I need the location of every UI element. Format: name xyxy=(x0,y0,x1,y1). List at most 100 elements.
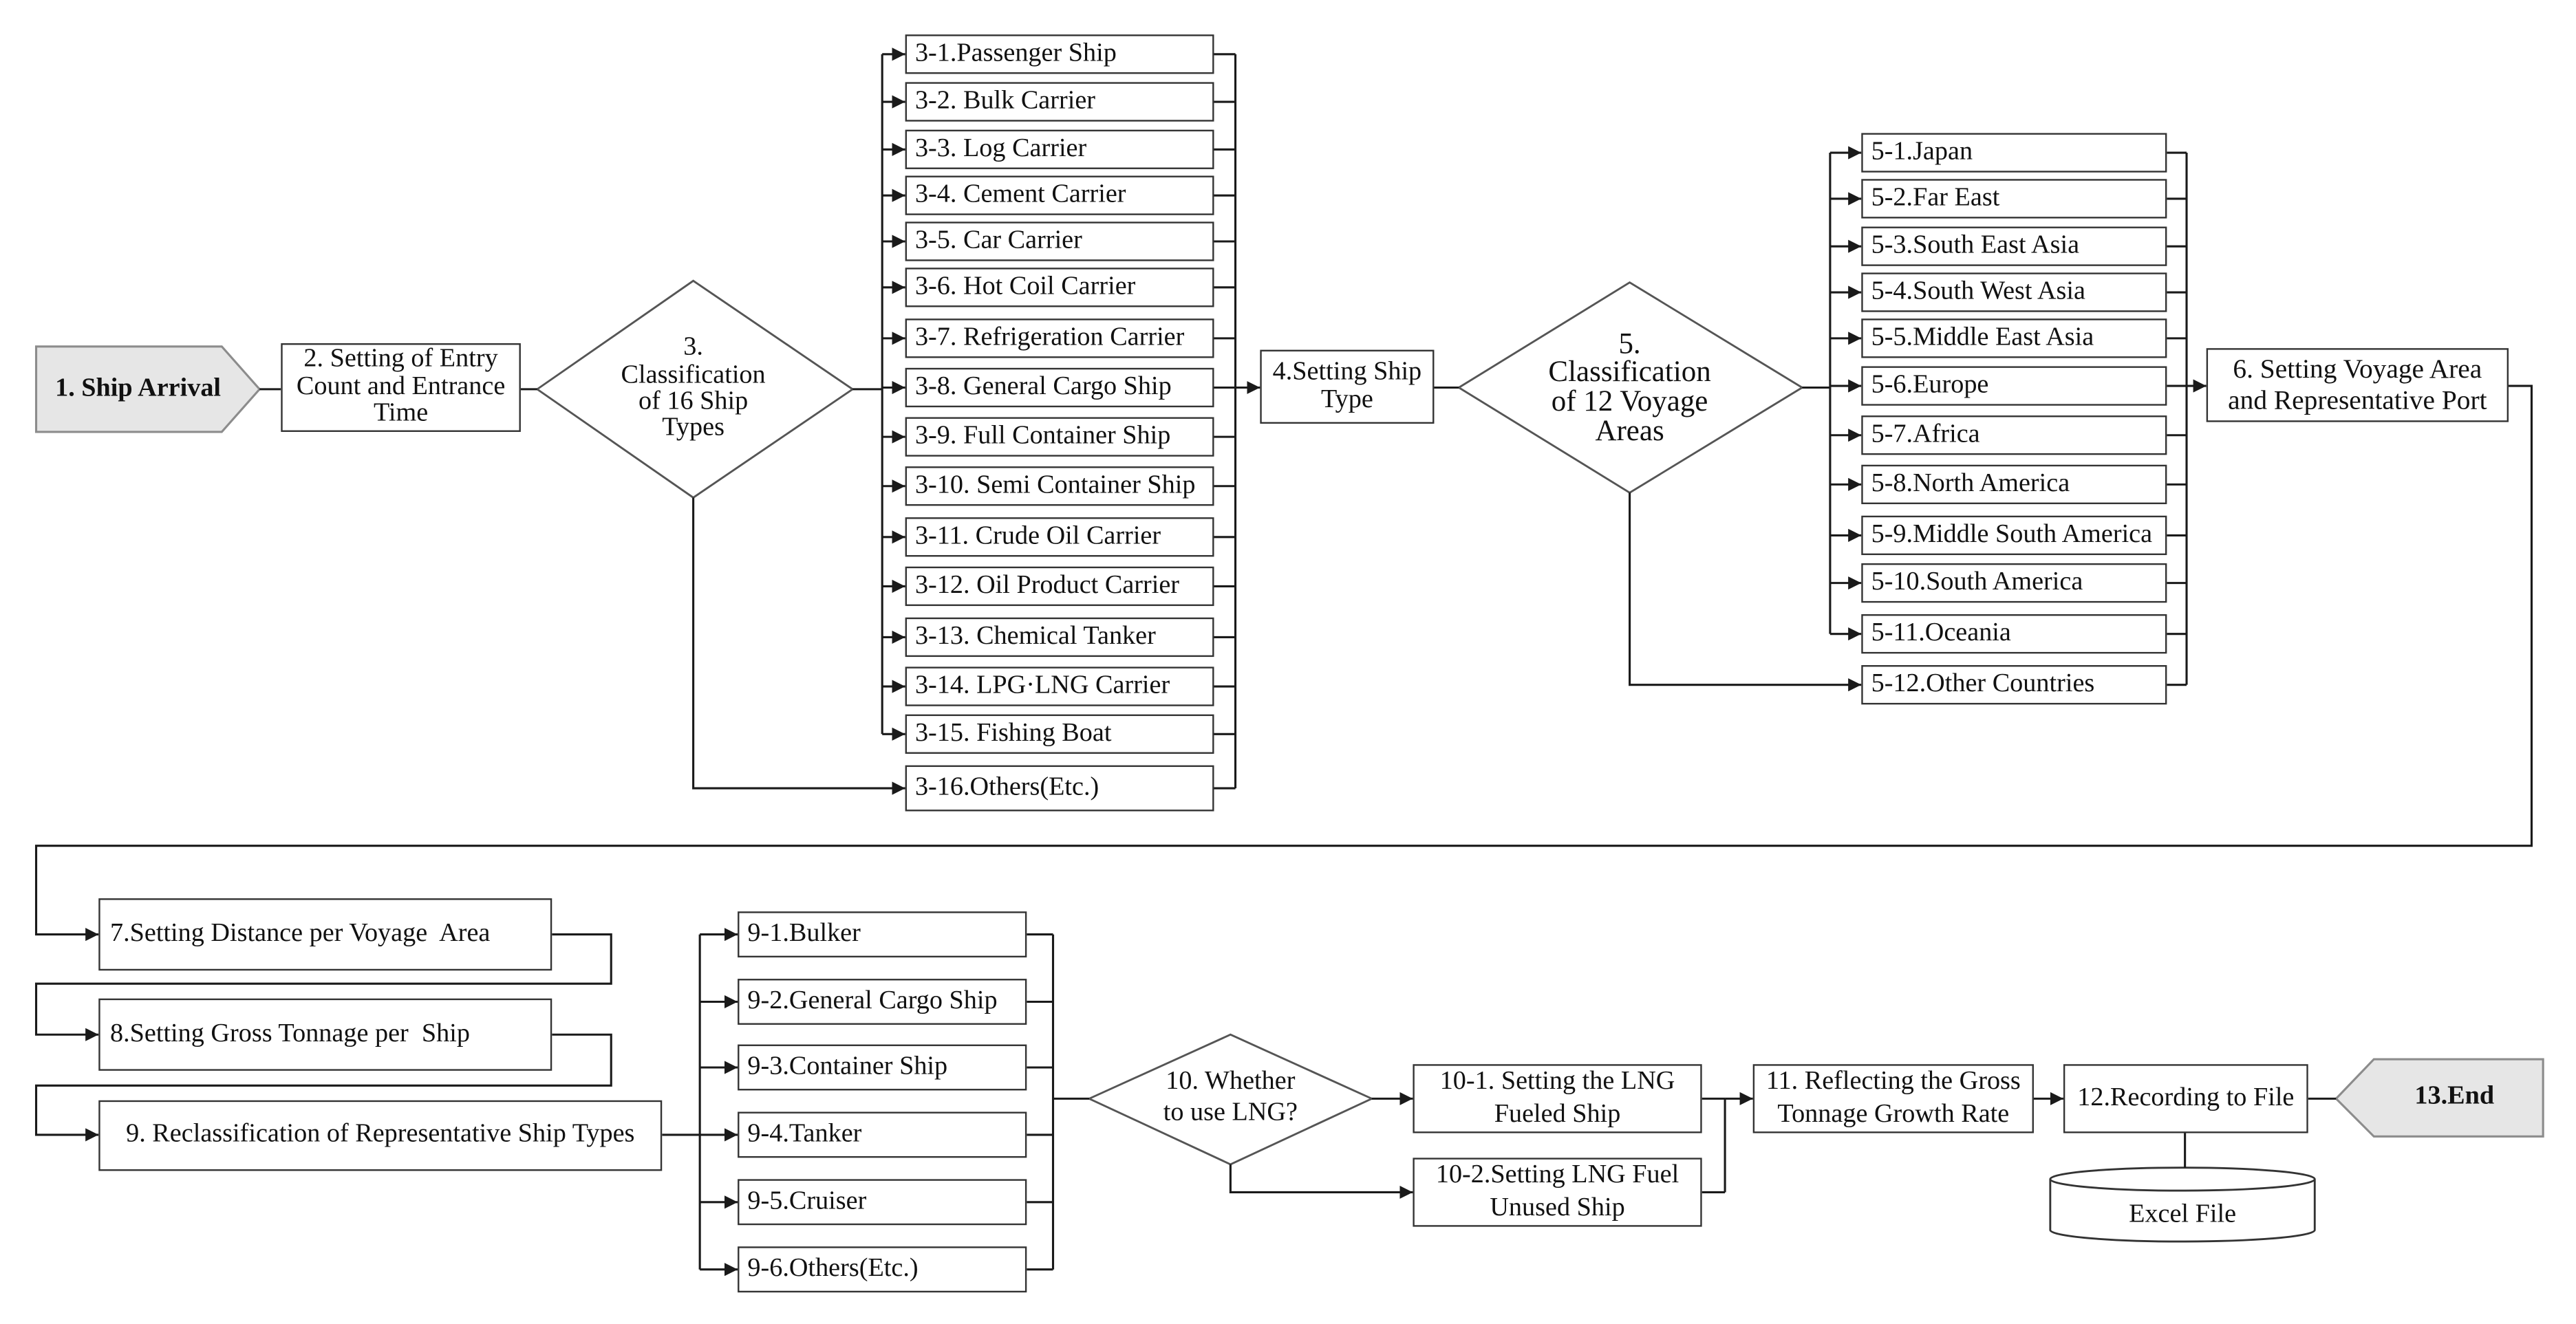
ship-type-label: 3-12. Oil Product Carrier xyxy=(914,570,1180,599)
voyage-area-box: 5-10.South America xyxy=(1861,563,2167,603)
voyage-area-box: 5-12.Other Countries xyxy=(1861,665,2167,705)
voyage-area-box: 5-7.Africa xyxy=(1861,415,2167,455)
ship-type-box: 3-15. Fishing Boat xyxy=(905,714,1214,754)
lng-fueled-label: 10-1. Setting the LNG Fueled Ship xyxy=(1439,1068,1675,1129)
growth-rate-box: 11. Reflecting the Gross Tonnage Growth … xyxy=(1752,1064,2034,1133)
voyage-area-label: 5-2.Far East xyxy=(1871,183,2000,212)
ship-type-box: 3-2. Bulk Carrier xyxy=(905,82,1214,122)
arrow-to-lng-unused xyxy=(1229,1164,1413,1200)
lng-unused-label: 10-2.Setting LNG Fuel Unused Ship xyxy=(1435,1162,1679,1222)
setting-ship-type-label: 4.Setting Ship Type xyxy=(1272,357,1422,413)
recording-box: 12.Recording to File xyxy=(2063,1064,2308,1133)
representative-type-box: 9-1.Bulker xyxy=(738,911,1027,958)
ship-type-box: 3-5. Car Carrier xyxy=(905,221,1214,261)
voyage-area-box: 5-6.Europe xyxy=(1861,366,2167,406)
voyage-area-label: 5-12.Other Countries xyxy=(1871,669,2095,697)
ship-type-box: 3-9. Full Container Ship xyxy=(905,417,1214,457)
ship-type-label: 3-6. Hot Coil Carrier xyxy=(914,272,1136,300)
voyage-area-decision-label: 5. Classification of 12 Voyage Areas xyxy=(1548,326,1711,446)
ship-type-box: 3-13. Chemical Tanker xyxy=(905,617,1214,658)
representative-type-box: 9-2.General Cargo Ship xyxy=(738,979,1027,1025)
representative-type-label: 9-6.Others(Etc.) xyxy=(747,1254,919,1282)
representative-type-box: 9-6.Others(Etc.) xyxy=(738,1246,1027,1293)
setting-ship-type-box: 4.Setting Ship Type xyxy=(1260,349,1435,424)
ship-type-box: 3-3. Log Carrier xyxy=(905,129,1214,169)
voyage-area-box: 5-2.Far East xyxy=(1861,179,2167,219)
voyage-area-label: 5-3.South East Asia xyxy=(1871,230,2080,259)
reclassification-label: 9. Reclassification of Representative Sh… xyxy=(126,1120,635,1149)
connector-voyage-area-to-distance xyxy=(34,384,2533,942)
ship-type-box: 3-11. Crude Oil Carrier xyxy=(905,517,1214,557)
voyage-area-label: 5-1.Japan xyxy=(1871,137,1973,166)
setting-distance-box: 7.Setting Distance per Voyage Area xyxy=(98,898,552,971)
voyage-area-box: 5-3.South East Asia xyxy=(1861,226,2167,266)
ship-type-label: 3-15. Fishing Boat xyxy=(914,718,1112,747)
connector-gross-tonnage-to-reclassification xyxy=(34,1033,612,1142)
lng-unused-box: 10-2.Setting LNG Fuel Unused Ship xyxy=(1413,1158,1702,1227)
voyage-area-box: 5-9.Middle South America xyxy=(1861,515,2167,556)
voyage-area-box: 5-1.Japan xyxy=(1861,133,2167,173)
excel-file-label: Excel File xyxy=(2129,1200,2237,1228)
ship-type-label: 3-7. Refrigeration Carrier xyxy=(914,323,1185,351)
voyage-area-box: 5-5.Middle East Asia xyxy=(1861,318,2167,358)
voyage-area-box: 5-11.Oceania xyxy=(1861,614,2167,654)
ship-type-label: 3-1.Passenger Ship xyxy=(914,39,1117,67)
growth-rate-label: 11. Reflecting the Gross Tonnage Growth … xyxy=(1765,1068,2021,1129)
lng-fueled-box: 10-1. Setting the LNG Fueled Ship xyxy=(1413,1064,1702,1133)
arrow-to-voyage-area-other xyxy=(1629,492,1862,692)
excel-file-cylinder xyxy=(2049,1166,2316,1243)
entry-setting-box: 2. Setting of Entry Count and Entrance T… xyxy=(281,343,521,432)
ship-type-box: 3-10. Semi Container Ship xyxy=(905,466,1214,506)
voyage-area-label: 5-5.Middle East Asia xyxy=(1871,323,2094,351)
ship-type-label: 3-4. Cement Carrier xyxy=(914,180,1126,208)
voyage-area-label: 5-6.Europe xyxy=(1871,370,1989,399)
ship-type-label: 3-9. Full Container Ship xyxy=(914,421,1171,450)
arrow-to-ship-type-others xyxy=(692,497,905,795)
ship-arrival-terminal xyxy=(34,345,261,433)
ship-type-box: 3-4. Cement Carrier xyxy=(905,175,1214,215)
voyage-area-label: 5-7.Africa xyxy=(1871,420,1980,448)
recording-label: 12.Recording to File xyxy=(2077,1083,2295,1111)
ship-type-label: 3-5. Car Carrier xyxy=(914,226,1082,254)
representative-type-box: 9-4.Tanker xyxy=(738,1111,1027,1158)
ship-type-label: 3-16.Others(Etc.) xyxy=(914,772,1099,801)
setting-gross-tonnage-label: 8.Setting Gross Tonnage per Ship xyxy=(109,1019,470,1048)
representative-type-label: 9-2.General Cargo Ship xyxy=(747,986,998,1014)
voyage-area-box: 5-8.North America xyxy=(1861,464,2167,505)
ship-type-box: 3-8. General Cargo Ship xyxy=(905,367,1214,408)
setting-distance-label: 7.Setting Distance per Voyage Area xyxy=(109,919,491,947)
ship-type-box: 3-16.Others(Etc.) xyxy=(905,765,1214,812)
voyage-area-label: 5-9.Middle South America xyxy=(1871,519,2153,548)
representative-type-label: 9-3.Container Ship xyxy=(747,1052,948,1081)
ship-type-label: 3-8. General Cargo Ship xyxy=(914,372,1172,400)
representative-type-box: 9-3.Container Ship xyxy=(738,1044,1027,1091)
setting-voyage-area-label: 6. Setting Voyage Area and Representativ… xyxy=(2228,352,2487,415)
ship-type-label: 3-10. Semi Container Ship xyxy=(914,470,1196,499)
voyage-area-box: 5-4.South West Asia xyxy=(1861,272,2167,312)
voyage-area-label: 5-4.South West Asia xyxy=(1871,276,2085,305)
voyage-area-label: 5-11.Oceania xyxy=(1871,618,2011,647)
lng-decision-label: 10. Whether to use LNG? xyxy=(1163,1067,1298,1127)
setting-voyage-area-box: 6. Setting Voyage Area and Representativ… xyxy=(2206,348,2509,422)
end-label: 13.End xyxy=(2414,1082,2495,1111)
ship-type-box: 3-14. LPG·LNG Carrier xyxy=(905,666,1214,706)
representative-type-label: 9-4.Tanker xyxy=(747,1119,862,1148)
ship-type-box: 3-7. Refrigeration Carrier xyxy=(905,318,1214,358)
entry-setting-label: 2. Setting of Entry Count and Entrance T… xyxy=(296,344,506,428)
ship-type-label: 3-14. LPG·LNG Carrier xyxy=(914,671,1170,699)
representative-type-box: 9-5.Cruiser xyxy=(738,1179,1027,1226)
setting-gross-tonnage-box: 8.Setting Gross Tonnage per Ship xyxy=(98,998,552,1071)
connector-distance-to-gross-tonnage xyxy=(34,933,612,1041)
representative-type-label: 9-1.Bulker xyxy=(747,919,861,947)
representative-type-label: 9-5.Cruiser xyxy=(747,1186,867,1215)
ship-type-box: 3-6. Hot Coil Carrier xyxy=(905,268,1214,307)
reclassification-box: 9. Reclassification of Representative Sh… xyxy=(98,1100,663,1171)
ship-type-label: 3-3. Log Carrier xyxy=(914,133,1087,162)
ship-type-box: 3-12. Oil Product Carrier xyxy=(905,566,1214,607)
ship-type-label: 3-11. Crude Oil Carrier xyxy=(914,521,1161,550)
end-terminal xyxy=(2334,1058,2544,1138)
ship-type-decision-label: 3. Classification of 16 Ship Types xyxy=(621,333,766,443)
